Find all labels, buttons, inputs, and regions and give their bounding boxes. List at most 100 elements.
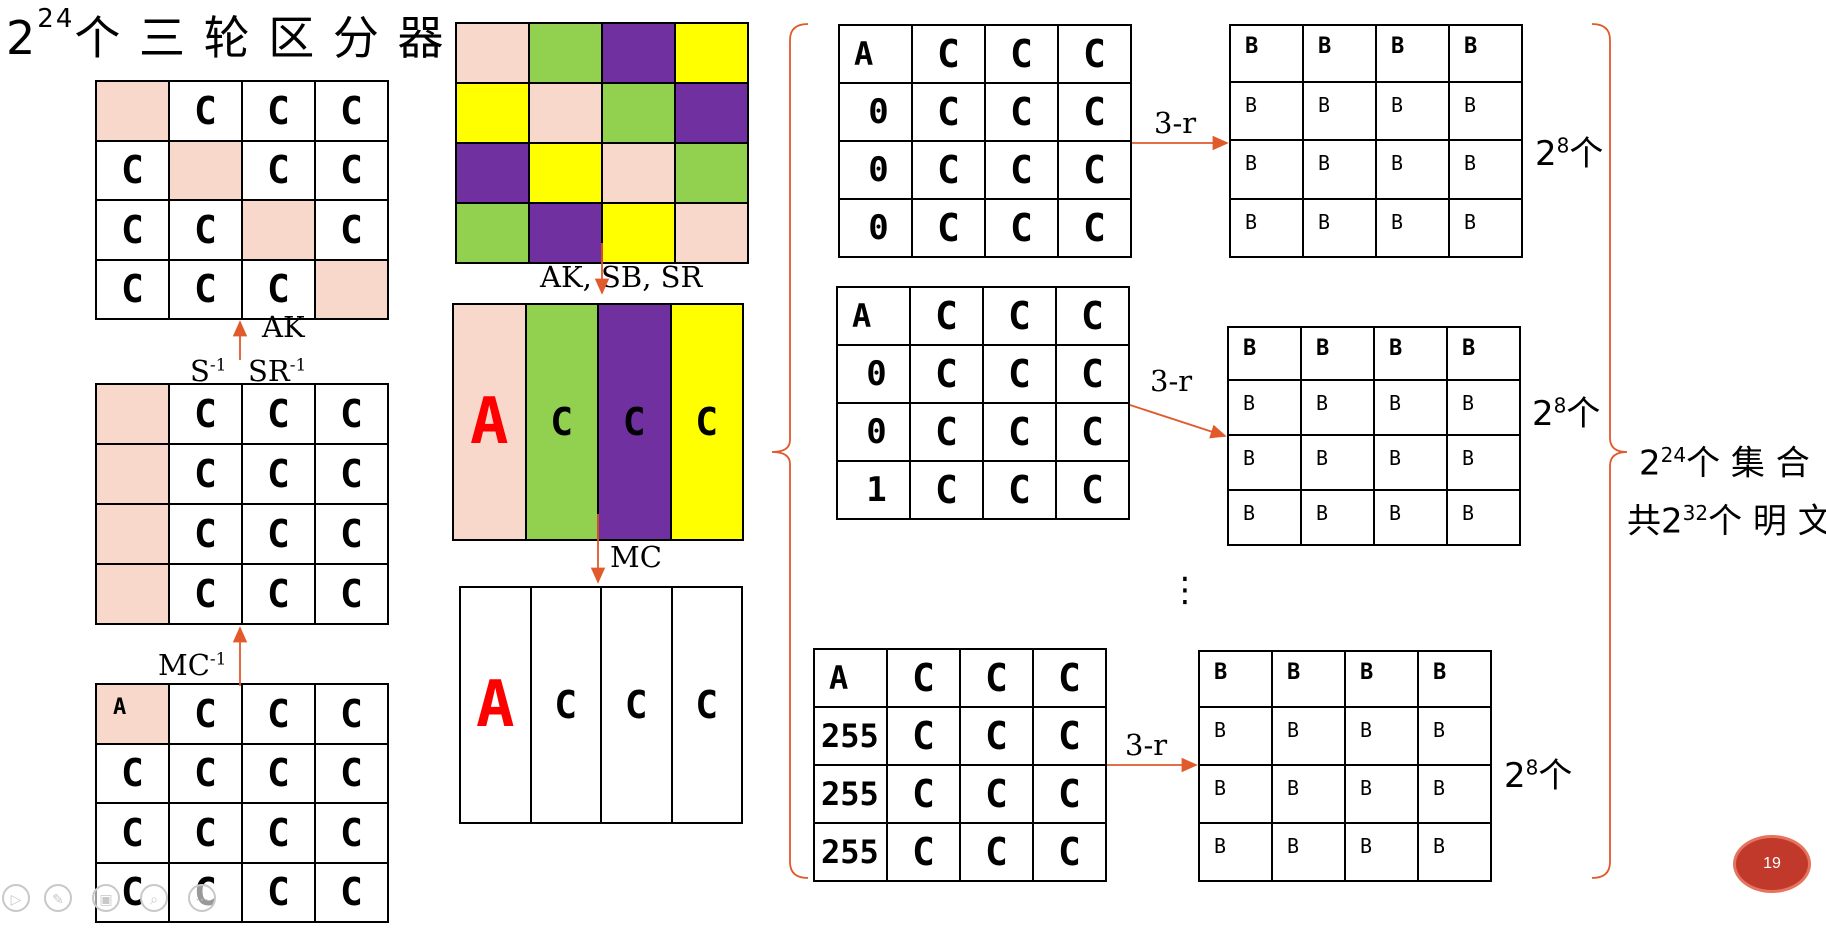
group2-arrow-label: 3-r xyxy=(1150,364,1193,398)
pen-icon[interactable]: ✎ xyxy=(44,884,72,912)
column-cell: C xyxy=(669,303,744,541)
grid-cell: B xyxy=(1302,139,1377,200)
grid-cell: B xyxy=(1344,764,1419,825)
grid-cell: C xyxy=(1057,82,1132,142)
grid-cell: C xyxy=(1032,822,1107,882)
grid-cell: C xyxy=(982,402,1057,462)
slides-icon[interactable]: ▣ xyxy=(92,884,120,912)
right-brace xyxy=(1591,23,1628,879)
grid-cell: B xyxy=(1448,197,1523,259)
colored-cell xyxy=(528,82,603,144)
grid-cell: C xyxy=(241,503,316,565)
grid-cell: C xyxy=(314,861,389,923)
grid-cell: 0 xyxy=(838,140,913,200)
colored-state-grid xyxy=(455,22,749,264)
more-icon[interactable]: ⋯ xyxy=(188,884,216,912)
play-icon[interactable]: ▷ xyxy=(2,884,30,912)
label-ak-sb-sr: AK, SB, SR xyxy=(540,260,703,294)
grid-cell: A xyxy=(836,286,911,346)
slide-title: 224个 三 轮 区 分 器 xyxy=(6,4,446,65)
grid-cell: B xyxy=(1229,197,1304,259)
grid-cell: C xyxy=(168,802,243,864)
grid-cell: B xyxy=(1271,649,1346,709)
colored-cell xyxy=(455,22,530,84)
grid-cell: C xyxy=(959,822,1034,882)
grid-row xyxy=(455,202,749,264)
grid-cell: C xyxy=(95,742,170,804)
grid-cell: C xyxy=(886,764,961,824)
grid-cell: C xyxy=(909,460,984,520)
grid-cell: C xyxy=(314,443,389,505)
group1-arrow-label: 3-r xyxy=(1154,106,1197,140)
colored-cell xyxy=(528,22,603,84)
grid-cell: C xyxy=(1055,344,1130,404)
group2-count: 28个 xyxy=(1532,393,1601,434)
colored-cell xyxy=(601,142,676,204)
grid-cell: B xyxy=(1446,434,1521,492)
grid-cell: C xyxy=(314,742,389,804)
grid-cell: B xyxy=(1271,822,1346,882)
page-number-badge: 19 xyxy=(1733,835,1811,893)
grid-cell: C xyxy=(314,802,389,864)
colored-cell xyxy=(674,82,749,144)
label-ak: AK xyxy=(262,310,305,344)
grid-cell: C xyxy=(314,683,389,745)
grid-cell: B xyxy=(1375,24,1450,83)
grid-cell: B xyxy=(1448,139,1523,200)
grid-cell: C xyxy=(1057,198,1132,258)
label-sr-inverse: SR-1 xyxy=(248,354,307,388)
grid-cell: C xyxy=(911,24,986,84)
grid-cell xyxy=(95,383,170,445)
grid-cell: B xyxy=(1271,706,1346,767)
grid-cell: C xyxy=(241,861,316,923)
grid-cell: B xyxy=(1344,649,1419,709)
grid-cell: C xyxy=(168,199,243,261)
grid-cell: C xyxy=(241,443,316,505)
grid-cell: C xyxy=(241,563,316,625)
grid-cell: C xyxy=(168,258,243,320)
grid-cell: C xyxy=(911,140,986,200)
grid-cell: B xyxy=(1417,764,1492,825)
grid-cell: B xyxy=(1227,489,1302,546)
grid-cell: C xyxy=(1032,648,1107,708)
grid-cell: B xyxy=(1229,80,1304,142)
grid-cell: C xyxy=(1032,764,1107,824)
grid-cell: B xyxy=(1229,24,1304,83)
label-s-inverse: S-1 xyxy=(190,354,227,388)
label-mc: MC xyxy=(610,540,662,574)
grid-cell: C xyxy=(982,286,1057,346)
grid-cell: C xyxy=(314,139,389,201)
grid-cell: C xyxy=(984,140,1059,200)
grid-cell: C xyxy=(95,199,170,261)
grid-cell xyxy=(95,503,170,565)
grid-cell: B xyxy=(1446,489,1521,546)
grid-cell: C xyxy=(984,82,1059,142)
group3-count: 28个 xyxy=(1504,755,1573,796)
group3-arrow-label: 3-r xyxy=(1125,728,1168,762)
grid-cell: C xyxy=(314,80,389,142)
grid-cell: 0 xyxy=(836,344,911,404)
grid-cell: C xyxy=(959,648,1034,708)
grid-cell: C xyxy=(909,344,984,404)
grid-cell xyxy=(95,443,170,505)
grid-cell: B xyxy=(1417,706,1492,767)
grid-cell: B xyxy=(1198,649,1273,709)
grid-row xyxy=(455,82,749,144)
zoom-icon[interactable]: ⌕ xyxy=(140,884,168,912)
grid-cell: B xyxy=(1417,822,1492,882)
